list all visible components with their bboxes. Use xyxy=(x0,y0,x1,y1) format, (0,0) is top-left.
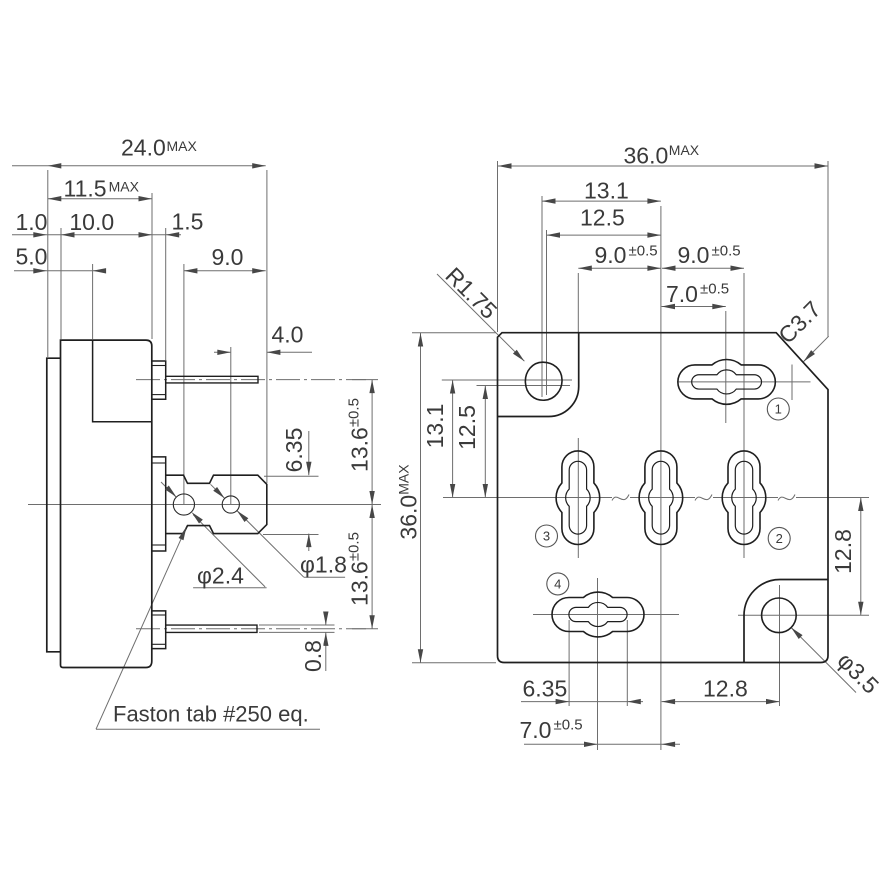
svg-text:2: 2 xyxy=(776,531,783,546)
svg-text:φ1.8: φ1.8 xyxy=(300,551,347,577)
svg-text:12.5: 12.5 xyxy=(454,405,480,450)
svg-text:12.8: 12.8 xyxy=(703,676,748,702)
svg-text:9.0: 9.0 xyxy=(678,242,710,268)
svg-text:12.8: 12.8 xyxy=(830,529,856,574)
svg-text:MAX: MAX xyxy=(109,179,140,195)
svg-text:1.0: 1.0 xyxy=(16,209,48,235)
svg-text:MAX: MAX xyxy=(669,142,700,158)
svg-text:±0.5: ±0.5 xyxy=(554,717,583,734)
svg-text:1.5: 1.5 xyxy=(172,209,204,235)
svg-text:13.6±0.5: 13.6±0.5 xyxy=(345,398,373,472)
svg-text:9.0: 9.0 xyxy=(212,244,244,270)
svg-text:5.0: 5.0 xyxy=(16,244,48,270)
svg-text:φ2.4: φ2.4 xyxy=(197,562,244,588)
svg-text:4.0: 4.0 xyxy=(272,322,304,348)
svg-text:3: 3 xyxy=(543,529,550,544)
svg-text:6.35: 6.35 xyxy=(281,428,307,473)
svg-text:R1.75: R1.75 xyxy=(440,262,502,324)
svg-text:±0.5: ±0.5 xyxy=(700,281,729,298)
svg-text:±0.5: ±0.5 xyxy=(629,242,658,259)
svg-text:Faston tab #250 eq.: Faston tab #250 eq. xyxy=(113,702,309,727)
svg-text:9.0: 9.0 xyxy=(595,242,627,268)
svg-text:13.1: 13.1 xyxy=(422,404,448,449)
svg-text:7.0: 7.0 xyxy=(520,717,552,743)
svg-text:C3.7: C3.7 xyxy=(773,296,826,349)
svg-text:24.0: 24.0 xyxy=(121,134,166,160)
svg-text:10.0: 10.0 xyxy=(69,209,114,235)
svg-text:12.5: 12.5 xyxy=(580,205,625,231)
svg-text:1: 1 xyxy=(775,402,782,417)
svg-text:6.35: 6.35 xyxy=(523,676,568,702)
svg-text:36.0: 36.0 xyxy=(624,142,669,168)
svg-text:11.5: 11.5 xyxy=(64,175,107,201)
svg-text:φ3.5: φ3.5 xyxy=(832,647,884,699)
svg-text:13.1: 13.1 xyxy=(584,177,629,203)
svg-text:7.0: 7.0 xyxy=(666,281,698,307)
svg-text:13.6±0.5: 13.6±0.5 xyxy=(345,532,373,606)
svg-text:0.8: 0.8 xyxy=(300,640,326,672)
svg-text:36.0MAX: 36.0MAX xyxy=(396,464,422,540)
svg-text:4: 4 xyxy=(554,577,561,592)
svg-text:±0.5: ±0.5 xyxy=(712,242,741,259)
svg-text:MAX: MAX xyxy=(167,138,198,154)
